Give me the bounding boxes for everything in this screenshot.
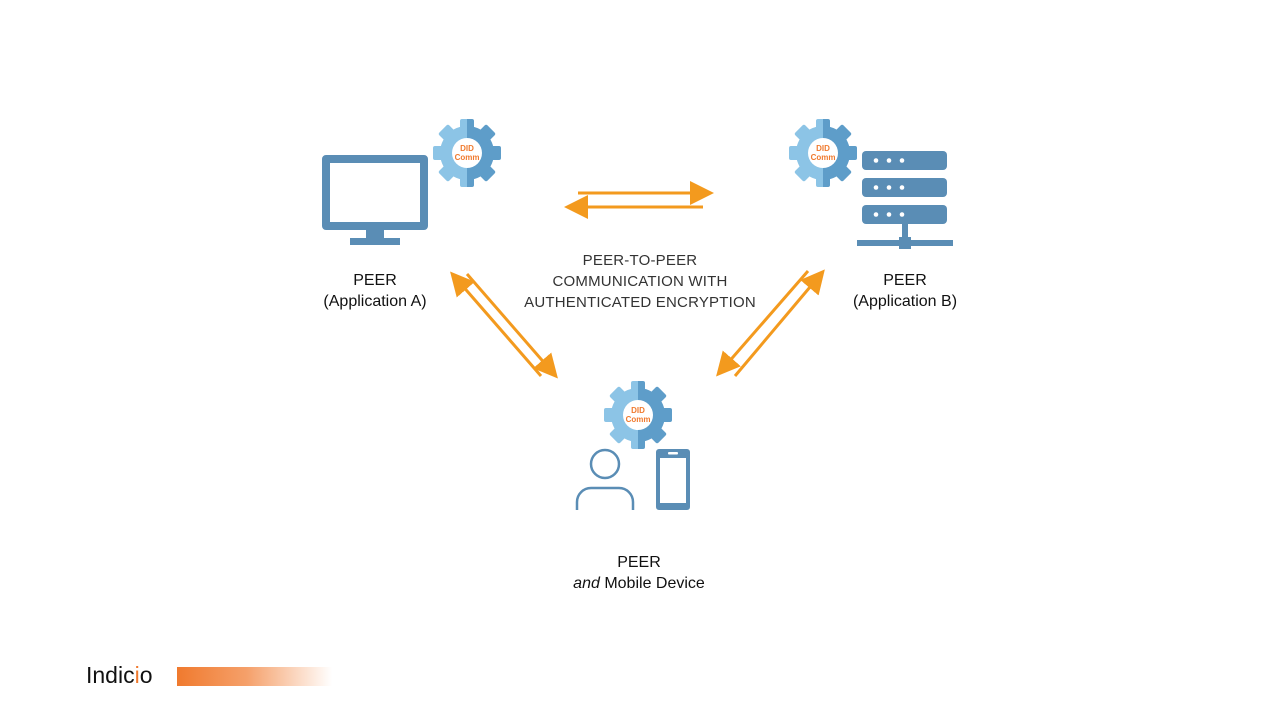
monitor-icon: [322, 155, 428, 245]
peer-mobile-label: PEER and Mobile Device: [573, 552, 705, 594]
brand-gradient-bar: [177, 667, 332, 686]
didcomm-gear-icon-b: DID Comm: [789, 119, 857, 187]
logo-text-3: o: [139, 662, 153, 688]
peer-mobile-title: PEER: [617, 554, 661, 571]
server-icon: [857, 151, 953, 249]
peer-mobile-device: Mobile Device: [599, 575, 705, 592]
peer-a-title: PEER: [353, 272, 397, 289]
gear-label-comm: Comm: [626, 415, 651, 424]
gear-label-did: DID: [631, 406, 645, 415]
logo-text-accent: i: [134, 662, 140, 688]
peer-a-label: PEER (Application A): [323, 270, 426, 312]
person-icon: [575, 448, 635, 510]
gear-label-did: DID: [460, 144, 474, 153]
smartphone-icon: [656, 449, 690, 510]
peer-b-title: PEER: [883, 272, 927, 289]
gear-label-did: DID: [816, 144, 830, 153]
peer-b-label: PEER (Application B): [853, 270, 957, 312]
didcomm-gear-icon-a: DID Comm: [433, 119, 501, 187]
center-label-line1: PEER-TO-PEER: [582, 252, 698, 269]
center-label: PEER-TO-PEER COMMUNICATION WITH AUTHENTI…: [524, 250, 756, 313]
arrow-mobile-to-b: [733, 269, 825, 377]
gear-label-comm: Comm: [455, 153, 480, 162]
logo-text-1: Indic: [86, 662, 135, 688]
arrow-mobile-to-a: [450, 271, 543, 377]
peer-a-subtitle: (Application A): [323, 293, 427, 310]
peer-b-subtitle: (Application B): [852, 293, 958, 310]
didcomm-gear-icon-mobile: DID Comm: [604, 381, 672, 449]
indicio-logo: Indicio: [86, 662, 153, 689]
arrow-a-to-mobile: [465, 273, 558, 379]
gear-label-comm: Comm: [811, 153, 836, 162]
arrow-b-to-mobile: [716, 270, 810, 377]
center-label-line3: AUTHENTICATED ENCRYPTION: [524, 294, 756, 311]
peer-mobile-and: and: [573, 575, 600, 592]
center-label-line2: COMMUNICATION WITH: [552, 273, 728, 290]
peer-mobile-subtitle: and Mobile Device: [573, 573, 705, 594]
